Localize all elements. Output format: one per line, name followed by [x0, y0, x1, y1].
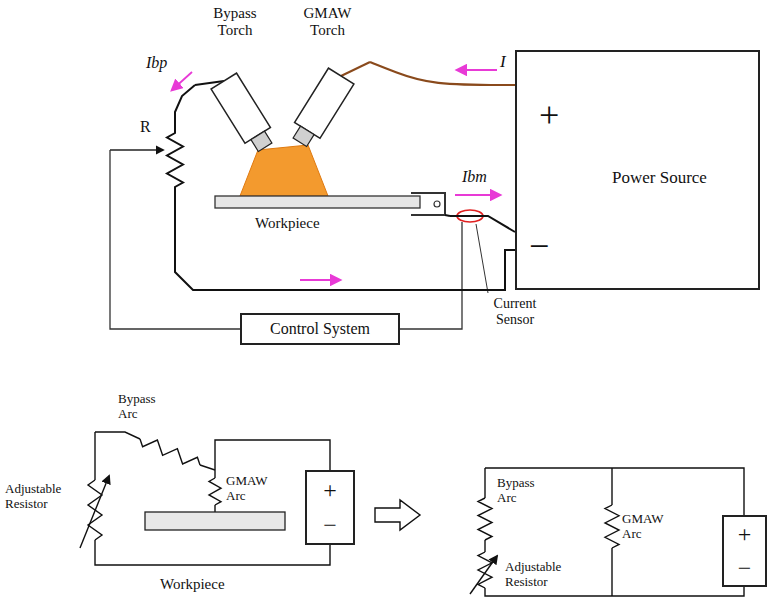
wire: [484, 468, 485, 498]
label-anchor: Adjustable Resistor: [505, 560, 587, 590]
zigzag-symbol: [209, 478, 221, 505]
torch-body: [211, 73, 278, 155]
wire: [200, 465, 215, 470]
wire: [94, 432, 95, 480]
torch: Bypass Torch: [195, 5, 275, 165]
node-label: Workpiece: [255, 215, 320, 232]
wire: [611, 468, 612, 505]
current-arrow: [455, 194, 500, 196]
current-arrow: [300, 279, 340, 281]
battery-box: +−: [722, 515, 767, 587]
left-schematic: [80, 432, 330, 565]
callout-label: Current Sensor: [478, 296, 552, 328]
node-outline: [215, 193, 450, 237]
callout-label: Adjustable Resistor: [505, 560, 587, 590]
right-schematic: [470, 468, 744, 596]
node-label: +: [738, 522, 752, 546]
power-source-box: + Power Source −: [515, 50, 760, 290]
current-label: Ibp: [146, 54, 167, 72]
callout-label: GMAW Arc: [622, 512, 676, 542]
bypass-cable: [167, 85, 515, 290]
clamp: [411, 193, 445, 215]
wire: [214, 470, 215, 478]
current-label: Ibm: [462, 168, 487, 186]
plate: [215, 196, 420, 208]
control-wire: [400, 222, 462, 329]
node-label: −: [323, 513, 337, 537]
wire: [215, 440, 330, 470]
callout-label: Bypass Arc: [497, 476, 551, 506]
clamp-bolt: [434, 201, 440, 207]
label-anchor: Ibp: [146, 54, 167, 72]
torch-cable: [341, 62, 370, 76]
label-anchor: GMAW Arc: [622, 512, 676, 542]
leader-line: [476, 224, 488, 293]
resistor-adjust-arrow: [470, 556, 497, 594]
torch-body: [287, 68, 354, 150]
wire: [484, 540, 485, 552]
node-label: −: [529, 228, 549, 264]
workpiece: Workpiece: [215, 193, 450, 237]
label-anchor: I: [500, 52, 506, 72]
node-label: Bypass Torch: [206, 5, 264, 40]
power-cable: [370, 62, 515, 85]
callout-label: R: [140, 118, 151, 136]
torch-nozzle: [251, 131, 272, 151]
current-arrow: [457, 69, 497, 71]
resistor-adjust-arrow: [80, 476, 109, 548]
resistor-adjust-arrow: [110, 149, 163, 150]
current-arrow: [172, 72, 192, 90]
node-label: +: [323, 478, 337, 502]
clamp-wire: [445, 215, 450, 216]
current-label: I: [500, 52, 506, 72]
label-anchor: Current Sensor: [478, 296, 552, 328]
zigzag-symbol: [478, 498, 492, 540]
node-label: −: [738, 556, 752, 580]
zigzag-symbol: [478, 552, 492, 588]
callout-label: Bypass Arc: [118, 392, 172, 422]
zigzag-symbol: [605, 505, 619, 548]
wire: [611, 548, 612, 596]
node-label: Power Source: [612, 168, 707, 188]
welding-arc: [240, 145, 328, 196]
label-anchor: Bypass Arc: [497, 476, 551, 506]
label-anchor: Bypass Arc: [118, 392, 172, 422]
label-anchor: Ibm: [462, 168, 487, 186]
callout-label: GMAW Arc: [226, 474, 280, 504]
label-anchor: GMAW Arc: [226, 474, 280, 504]
node-label: Control System: [270, 320, 370, 338]
node-label: +: [539, 97, 559, 133]
ground-cable: [450, 216, 515, 232]
callout-label: Adjustable Resistor: [5, 482, 87, 512]
zigzag-symbol: [140, 439, 200, 465]
plate: [145, 512, 285, 530]
equivalence-arrow: [375, 500, 420, 530]
battery-box: +−: [305, 470, 355, 545]
workpiece: Workpiece: [145, 512, 285, 598]
label-anchor: Adjustable Resistor: [5, 482, 87, 512]
wire: [485, 468, 744, 515]
zigzag-symbol: [88, 480, 102, 540]
wire: [214, 505, 215, 512]
torch-nozzle: [293, 126, 314, 146]
torch: GMAW Torch: [285, 5, 370, 165]
label-anchor: R: [140, 118, 151, 136]
node-label: Workpiece: [160, 576, 225, 593]
node-label: GMAW Torch: [299, 5, 357, 40]
control-box: Control System: [240, 313, 400, 345]
wire: [95, 540, 330, 565]
wire: [95, 432, 140, 439]
